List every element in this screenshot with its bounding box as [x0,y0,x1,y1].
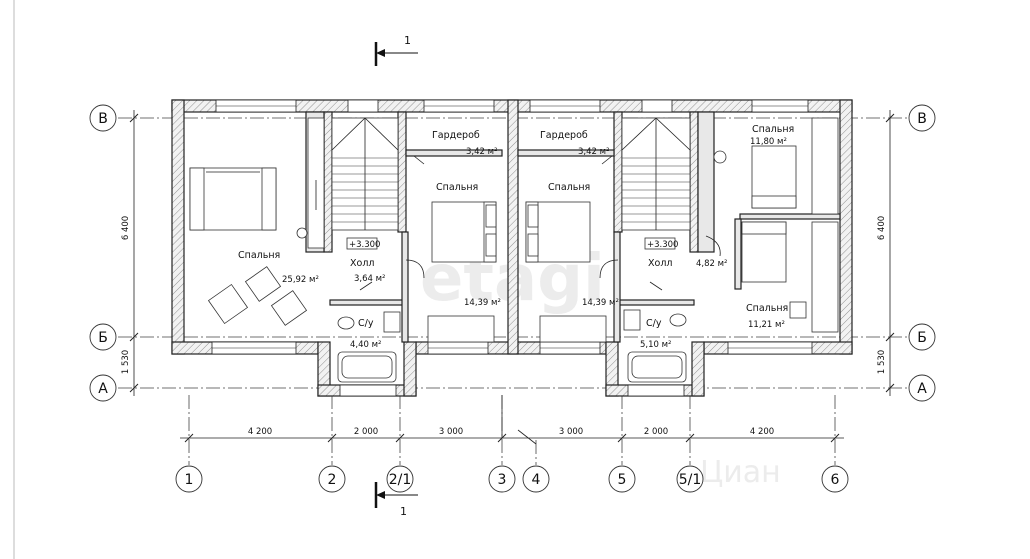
level-mark-left: +3.300 [349,240,380,250]
room-area-wardrobe-left: 3,42 м² [466,147,497,157]
room-name-bedroom-top-right: Спальня [752,124,794,135]
dim-bottom-1: 4 200 [248,427,272,437]
dim-left-total: 6 400 [121,216,131,240]
room-name-bedroom-bottom-right: Спальня [746,303,788,314]
axis-bubbles-columns: 1 2 2/1 3 4 5 5/1 6 [175,465,849,493]
section-mark-top: 1 [374,34,418,66]
axis-label-left-b: Б [98,330,108,346]
axis-label-col-1: 1 [185,472,194,488]
dim-bottom-5: 2 000 [644,427,668,437]
room-area-bath-right: 5,10 м² [640,340,671,350]
axis-label-col-2-1: 2/1 [389,472,412,488]
dim-bottom-3: 3 000 [439,427,463,437]
stairs-left [331,117,399,231]
axis-label-right-b: Б [917,330,927,346]
level-mark-right: +3.300 [647,240,678,250]
axis-bubble-right-b [908,323,936,351]
dim-bottom-2: 2 000 [354,427,378,437]
section-label-bottom: 1 [400,505,407,518]
axis-label-left-v: В [98,111,108,127]
section-mark-bottom: 1 [374,482,418,518]
room-name-hall-left: Холл [350,258,374,269]
room-area-bedroom-large: 25,92 м² [282,275,319,285]
axis-label-col-4: 4 [532,472,541,488]
room-name-wardrobe-right: Гардероб [540,130,588,141]
room-name-hall-right: Холл [648,258,672,269]
axis-label-left-a: А [98,381,108,397]
axis-label-col-5-1: 5/1 [679,472,702,488]
room-name-bath-right: С/у [646,318,662,329]
stairs-right [621,117,691,231]
room-area-hall-left: 3,64 м² [354,274,385,284]
room-area-bedroom-mid-left: 14,39 м² [464,298,501,308]
level-markers [346,237,676,250]
axis-label-col-3: 3 [498,472,507,488]
watermark: etagi Циан [420,242,781,490]
axis-label-col-6: 6 [831,472,840,488]
room-name-bath-left: С/у [358,318,374,329]
axis-bubbles-rows: В Б А В Б А [89,104,936,402]
axis-bubble-right-v [908,104,936,132]
svg-text:Циан: Циан [700,455,781,490]
dim-right-total: 6 400 [877,216,887,240]
axis-bubble-left-b [89,323,117,351]
dim-right-bottom: 1 530 [877,350,887,374]
room-area-bedroom-bottom-right: 11,21 м² [748,320,785,330]
axis-bubble-left-a [89,374,117,402]
dim-bottom-6: 4 200 [750,427,774,437]
room-area-hall-right: 4,82 м² [696,259,727,269]
axis-label-col-5: 5 [618,472,627,488]
dim-left-bottom: 1 530 [121,350,131,374]
axis-bubble-left-v [89,104,117,132]
furniture [189,117,839,383]
room-area-bath-left: 4,40 м² [350,340,381,350]
dim-bottom-4: 3 000 [559,427,583,437]
room-name-wardrobe-left: Гардероб [432,130,480,141]
room-area-wardrobe-right: 3,42 м² [578,147,609,157]
exterior-walls [171,99,853,397]
axis-bubble-right-a [908,374,936,402]
section-label-top: 1 [404,34,411,47]
dimension-lines: 4 200 2 000 3 000 3 000 2 000 4 200 6 40… [121,110,895,445]
axis-label-right-v: В [917,111,927,127]
room-name-bedroom-mid-left: Спальня [436,182,478,193]
axis-label-col-2: 2 [328,472,337,488]
axis-label-right-a: А [917,381,927,397]
room-labels: Спальня 25,92 м² +3.300 Холл 3,64 м² С/у… [238,124,794,350]
room-name-bedroom-large: Спальня [238,250,280,261]
room-name-bedroom-mid-right: Спальня [548,182,590,193]
room-area-bedroom-mid-right: 14,39 м² [582,298,619,308]
room-area-bedroom-top-right: 11,80 м² [750,137,787,147]
